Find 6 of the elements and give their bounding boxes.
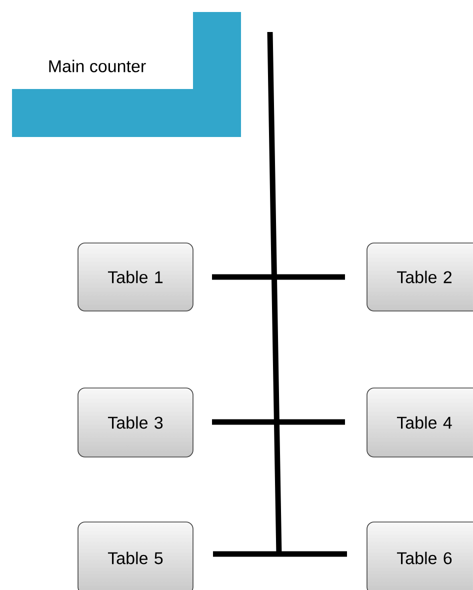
table-box: Table 3 (78, 388, 194, 458)
table-box: Table 1 (78, 242, 194, 312)
table-box: Table 5 (78, 522, 194, 590)
table-box: Table 2 (366, 242, 473, 312)
table-box: Table 6 (366, 522, 473, 590)
table-box: Table 4 (366, 388, 473, 458)
